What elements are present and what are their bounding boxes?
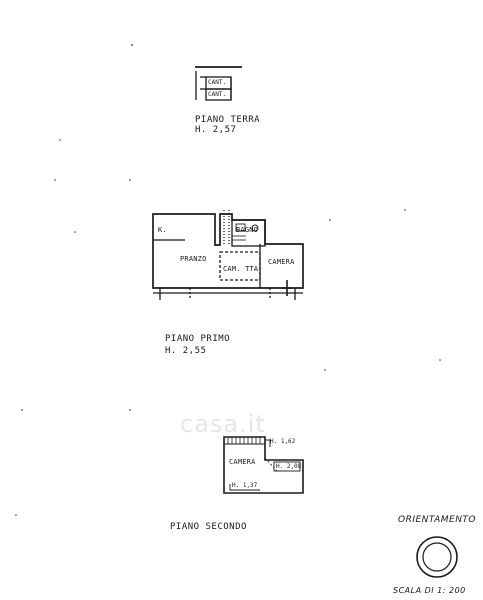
ground-floor-plan <box>195 66 242 101</box>
room-label-kitchen: K. <box>158 226 167 234</box>
first-floor-title: PIANO PRIMO <box>165 334 231 344</box>
ground-floor-height: H. 2,57 <box>195 125 237 135</box>
first-floor-plan <box>152 210 304 300</box>
second-floor-plan <box>223 436 304 494</box>
height-label-1: H. 1,62 <box>270 438 296 445</box>
first-floor-height: H. 2,55 <box>165 346 207 356</box>
scale-label: SCALA DI 1: 200 <box>393 586 466 595</box>
height-label-2: H. 2,08 <box>276 463 302 470</box>
room-label-bedroom: CAMERA <box>268 258 295 266</box>
room-label-bathroom: BAGNO <box>236 226 259 234</box>
second-floor-title: PIANO SECONDO <box>170 522 247 532</box>
room-label-cellar-1: CANT. <box>208 79 227 86</box>
room-label-dining: PRANZO <box>180 255 207 263</box>
orientation-compass <box>416 536 458 578</box>
height-label-3: H. 1,37 <box>232 482 258 489</box>
room-label-cellar-2: CANT. <box>208 91 227 98</box>
ground-floor-title: PIANO TERRA <box>195 115 261 125</box>
room-label-bedroom-second: CAMERA <box>229 458 256 466</box>
room-label-twin-room: CAM. TTA <box>223 265 259 273</box>
orientation-label: ORIENTAMENTO <box>398 515 477 525</box>
watermark: casa.it <box>180 410 266 438</box>
